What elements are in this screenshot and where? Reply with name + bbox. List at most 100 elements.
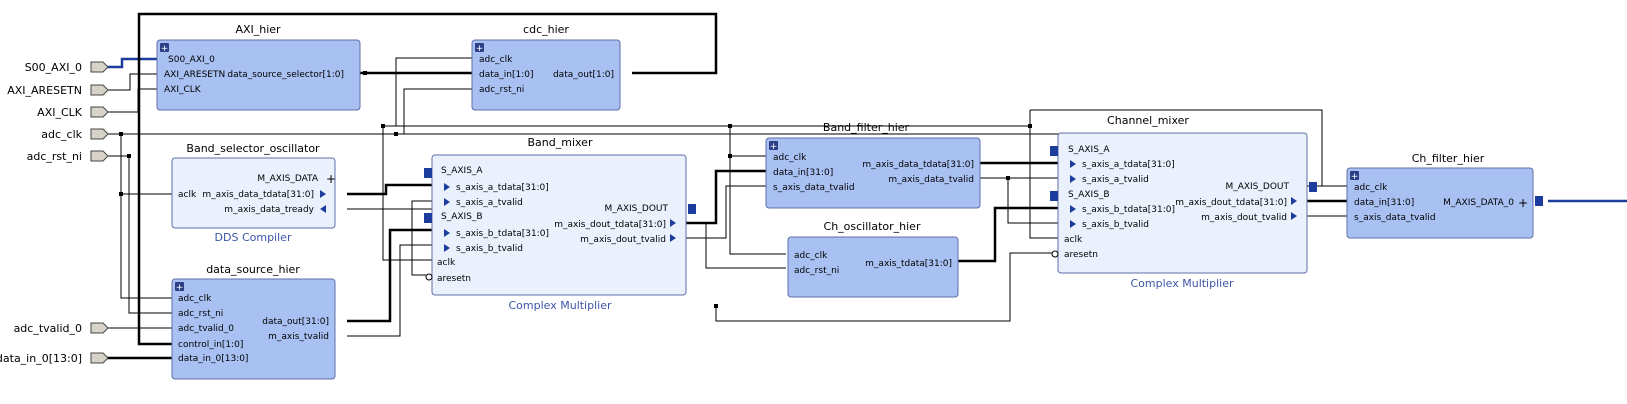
block-title: Band_filter_hier	[823, 121, 910, 134]
pin-m-axis-dout-tvalid: m_axis_dout_tvalid	[1201, 213, 1287, 223]
pin-m-axis-tdata: m_axis_tdata[31:0]	[865, 259, 952, 269]
pin-s-axis-a: S_AXIS_A	[441, 166, 483, 176]
output-arrow-icon	[670, 234, 676, 242]
input-arrow-icon	[444, 183, 450, 191]
pin-m-axis-data: M_AXIS_DATA	[257, 174, 318, 184]
pin-s00-axi: S00_AXI_0	[168, 55, 215, 65]
pin-s-axis-data-tvalid: s_axis_data_tvalid	[1354, 213, 1436, 223]
pin-aresetn: aresetn	[437, 274, 471, 284]
block-band-mixer[interactable]: Band_mixer S_AXIS_A s_axis_a_tdata[31:0]…	[424, 136, 696, 312]
block-ch-oscillator-hier[interactable]: Ch_oscillator_hier adc_clk adc_rst_ni m_…	[787, 220, 959, 298]
pin-adc-clk: adc_clk	[178, 294, 212, 304]
pin-adc-clk: adc_clk	[479, 55, 513, 65]
wire-junctions	[119, 71, 1032, 308]
pin-s-axis-b-tvalid: s_axis_b_tvalid	[456, 244, 523, 254]
expand-icon[interactable]	[769, 141, 778, 150]
block-subtitle: Complex Multiplier	[1130, 277, 1233, 290]
pin-adc-tvalid: adc_tvalid_0	[178, 324, 234, 334]
port-label-adc-tvalid: adc_tvalid_0	[14, 322, 82, 335]
pin-m-axis-data-tready: m_axis_data_tready	[224, 205, 314, 215]
input-arrow-icon	[1070, 220, 1076, 228]
block-title: Ch_oscillator_hier	[824, 220, 921, 233]
block-band-selector-oscillator[interactable]: Band_selector_oscillator aclk M_AXIS_DAT…	[171, 142, 336, 244]
pin-s-axis-b-tvalid: s_axis_b_tvalid	[1082, 220, 1149, 230]
expand-icon[interactable]	[475, 43, 484, 52]
pin-s-axis-b: S_AXIS_B	[441, 212, 483, 222]
pin-aclk: aclk	[178, 190, 197, 200]
port-adc-rst-ni[interactable]	[90, 150, 109, 162]
block-subtitle: DDS Compiler	[215, 231, 292, 244]
input-arrow-icon	[1070, 175, 1076, 183]
port-label-adc-clk: adc_clk	[41, 128, 82, 141]
pin-m-axis-dout-tdata: m_axis_dout_tdata[31:0]	[554, 220, 666, 230]
plus-icon: +	[326, 172, 336, 186]
block-axi-hier[interactable]: AXI_hier + S00_AXI_0 AXI_ARESETN AXI_CLK…	[156, 23, 361, 111]
plus-icon: +	[1351, 172, 1359, 182]
block-channel-mixer[interactable]: Channel_mixer S_AXIS_A s_axis_a_tdata[31…	[1050, 114, 1317, 290]
port-s00-axi[interactable]	[90, 61, 109, 73]
port-data-in[interactable]	[90, 352, 109, 364]
input-arrow-icon	[444, 229, 450, 237]
port-adc-clk[interactable]	[90, 128, 109, 140]
pin-m-axis-dout: M_AXIS_DOUT	[1225, 182, 1289, 192]
pin-m-axis-data-0: M_AXIS_DATA_0	[1443, 198, 1514, 208]
block-ch-filter-hier[interactable]: Ch_filter_hier + adc_clk data_in[31:0] s…	[1346, 152, 1543, 239]
expand-icon[interactable]	[175, 282, 184, 291]
pin-aresetn: aresetn	[1064, 250, 1098, 260]
port-label-s00-axi: S00_AXI_0	[25, 61, 82, 74]
pin-axi-clk: AXI_CLK	[164, 85, 202, 95]
port-label-axi-clk: AXI_CLK	[37, 106, 83, 119]
pin-s-axis-a-tdata: s_axis_a_tdata[31:0]	[1082, 160, 1175, 170]
pin-m-axis-data-tdata: m_axis_data_tdata[31:0]	[202, 190, 314, 200]
pin-s-axis-a-tvalid: s_axis_a_tvalid	[456, 198, 523, 208]
pin-data-in: data_in_0[13:0]	[178, 354, 248, 364]
plus-icon: +	[161, 44, 169, 54]
pin-data-source-selector: data_source_selector[1:0]	[227, 70, 344, 80]
pin-m-axis-data-tvalid: m_axis_data_tvalid	[888, 175, 974, 185]
bus-icon	[1309, 182, 1317, 192]
block-title: cdc_hier	[523, 23, 569, 36]
expand-icon[interactable]	[160, 43, 169, 52]
pin-aclk: aclk	[1064, 235, 1083, 245]
block-cdc-hier[interactable]: cdc_hier + adc_clk data_in[1:0] adc_rst_…	[471, 23, 621, 111]
pin-aclk: aclk	[437, 258, 456, 268]
block-title: data_source_hier	[206, 263, 300, 276]
port-axi-aresetn[interactable]	[90, 84, 109, 96]
pin-data-in: data_in[31:0]	[1354, 198, 1414, 208]
active-low-icon	[425, 273, 433, 281]
port-label-axi-aresetn: AXI_ARESETN	[7, 84, 82, 97]
pin-s-axis-b-tdata: s_axis_b_tdata[31:0]	[456, 229, 549, 239]
block-title: Ch_filter_hier	[1412, 152, 1485, 165]
pin-s-axis-data-tvalid: s_axis_data_tvalid	[773, 183, 855, 193]
bus-icon	[1050, 146, 1058, 156]
port-adc-tvalid[interactable]	[90, 322, 109, 334]
port-axi-clk[interactable]	[90, 106, 109, 118]
block-title: Channel_mixer	[1107, 114, 1189, 127]
pin-data-out: data_out[31:0]	[262, 317, 329, 327]
block-band-filter-hier[interactable]: Band_filter_hier + adc_clk data_in[31:0]…	[765, 121, 981, 209]
block-data-source-hier[interactable]: data_source_hier + adc_clk adc_rst_ni ad…	[171, 263, 336, 380]
bus-icon	[424, 213, 432, 223]
expand-icon[interactable]	[1350, 171, 1359, 180]
plus-icon: +	[476, 44, 484, 54]
input-arrow-icon	[320, 205, 326, 213]
output-arrow-icon	[670, 219, 676, 227]
pin-m-axis-data-tdata: m_axis_data_tdata[31:0]	[862, 160, 974, 170]
pin-adc-clk: adc_clk	[794, 251, 828, 261]
pin-s-axis-a: S_AXIS_A	[1068, 145, 1110, 155]
pin-adc-rst-ni: adc_rst_ni	[178, 309, 223, 319]
input-arrow-icon	[444, 244, 450, 252]
bus-icon	[688, 204, 696, 214]
pin-s-axis-a-tdata: s_axis_a_tdata[31:0]	[456, 183, 549, 193]
pin-s-axis-a-tvalid: s_axis_a_tvalid	[1082, 175, 1149, 185]
bus-icon	[1535, 196, 1543, 206]
pin-m-axis-dout-tvalid: m_axis_dout_tvalid	[580, 235, 666, 245]
pin-axi-aresetn: AXI_ARESETN	[164, 70, 225, 80]
block-title: Band_mixer	[528, 136, 593, 149]
pin-data-in: data_in[1:0]	[479, 70, 533, 80]
bus-icon	[1050, 191, 1058, 201]
plus-icon: +	[770, 142, 778, 152]
pin-adc-rst-ni: adc_rst_ni	[479, 85, 524, 95]
external-ports: S00_AXI_0 AXI_ARESETN AXI_CLK adc_clk ad…	[0, 61, 109, 365]
